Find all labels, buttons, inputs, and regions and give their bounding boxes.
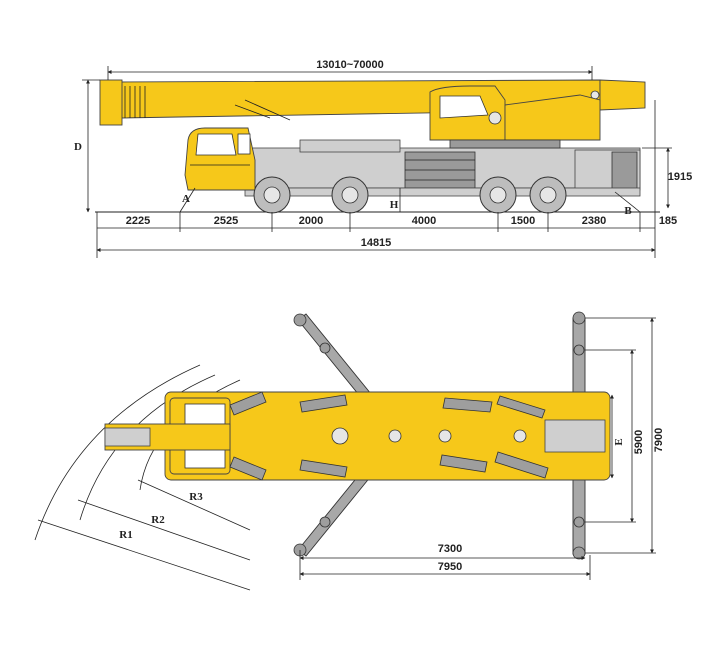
radius-label-r2: R2 <box>151 514 165 526</box>
carrier-chassis <box>244 139 641 197</box>
height-label-d: D <box>74 141 82 153</box>
dim-right-lower-label: 185 <box>659 215 677 227</box>
span-inner-label: 7300 <box>438 543 462 555</box>
dim-bottom-1: 2525 <box>214 215 238 227</box>
dim-bottom-3: 4000 <box>412 215 436 227</box>
top-view: R1 R2 R3 <box>34 311 665 591</box>
span-outer-label: 7950 <box>438 561 462 573</box>
side-dimensions: 13010~70000 D 1915 2225 2525 2000 4000 1… <box>74 59 692 258</box>
driver-cab <box>184 127 256 191</box>
outrigger-legs <box>293 311 586 560</box>
angle-label-b: B <box>624 205 632 217</box>
carrier-top <box>164 391 611 481</box>
boom-length-label: 13010~70000 <box>316 59 384 71</box>
superstructure <box>429 85 601 149</box>
dim-bottom-2: 2000 <box>299 215 323 227</box>
boom-top <box>104 423 231 451</box>
radius-label-r3: R3 <box>189 491 203 503</box>
top-dimensions: 7300 7950 5900 7900 E <box>299 317 665 580</box>
width-outer-label: 7900 <box>653 428 665 452</box>
dim-bottom-4: 1500 <box>511 215 535 227</box>
radius-label-r1: R1 <box>119 529 132 541</box>
width-inner-label: 5900 <box>633 430 645 454</box>
dim-bottom-5: 2380 <box>582 215 606 227</box>
dim-right-upper-label: 1915 <box>668 171 692 183</box>
width-label-e: E <box>613 438 625 445</box>
overall-length-label: 14815 <box>361 237 392 249</box>
side-view: 13010~70000 D 1915 2225 2525 2000 4000 1… <box>74 59 692 258</box>
dim-bottom-0: 2225 <box>126 215 150 227</box>
ground-clearance-label-h: H <box>390 199 399 211</box>
angle-label-a: A <box>182 193 190 205</box>
